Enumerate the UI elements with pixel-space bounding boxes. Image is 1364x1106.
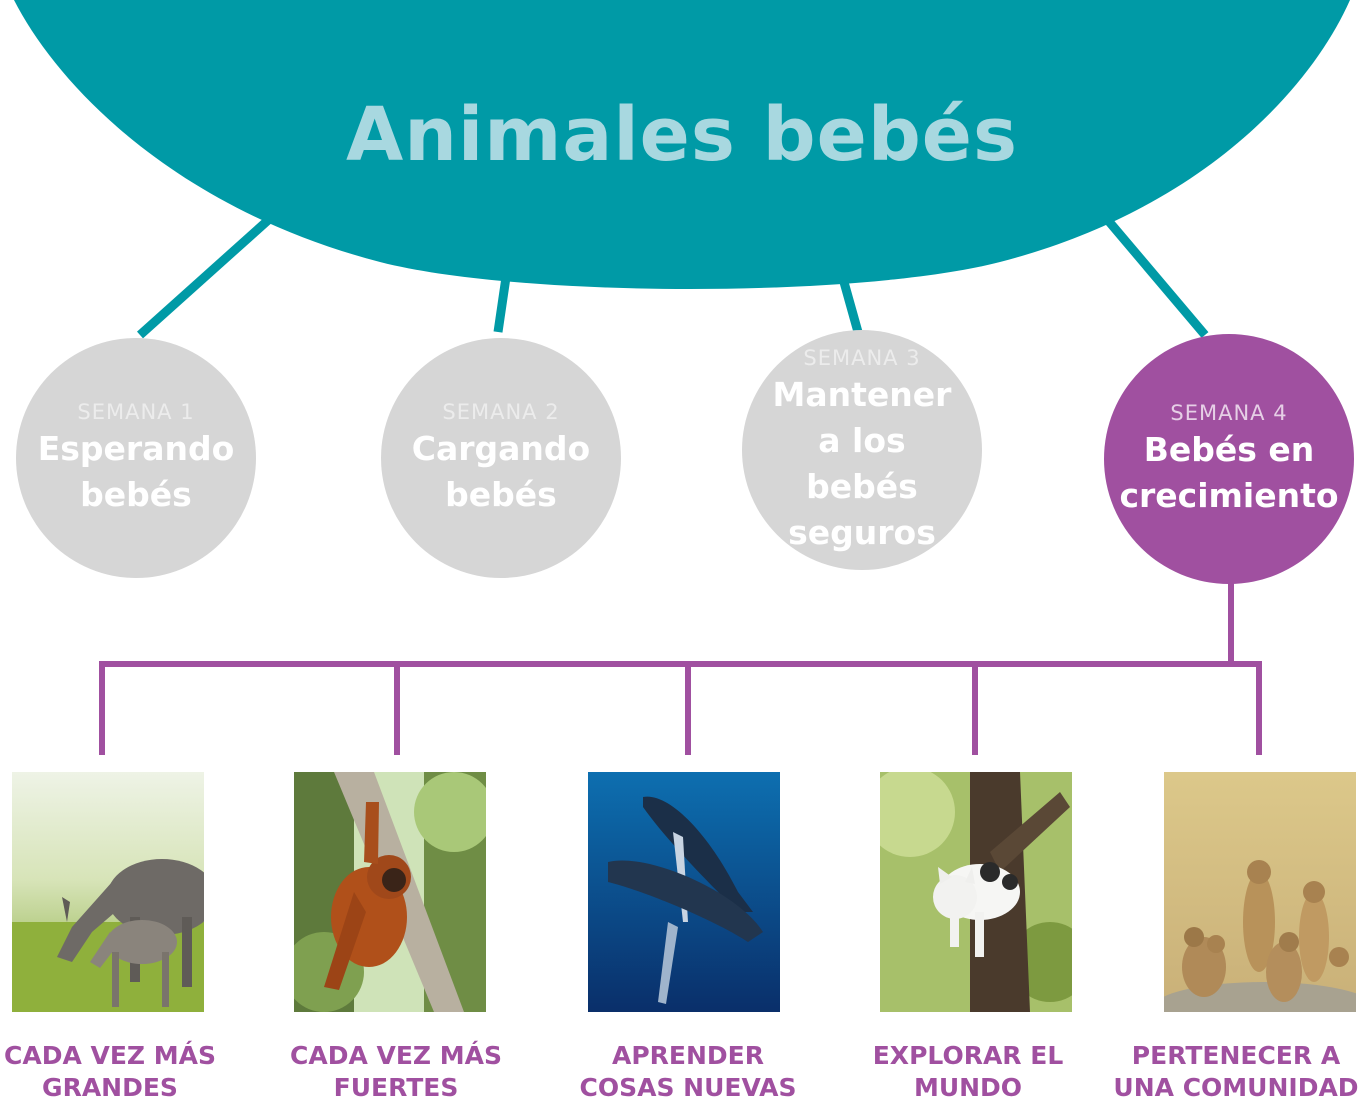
title-banner: [14, 0, 1350, 289]
meerkats-photo: [1164, 772, 1356, 1012]
humpback-whales-photo: [588, 772, 780, 1012]
topic-caption-3: APRENDER COSAS NUEVAS: [579, 1041, 797, 1102]
donkey-foal-photo: [12, 772, 204, 1012]
topic-caption-4: EXPLORAR EL MUNDO: [872, 1041, 1064, 1102]
week-label: SEMANA 4: [1170, 401, 1288, 425]
kitten-in-tree-photo: [880, 772, 1072, 1012]
week-label: SEMANA 3: [803, 346, 921, 370]
week-circle-2: SEMANA 2 Cargando bebés: [381, 338, 621, 578]
week-circle-4: SEMANA 4 Bebés en crecimiento: [1104, 334, 1354, 584]
connector-week-1: [136, 201, 289, 339]
week-name: Cargando bebés: [411, 429, 591, 514]
topic-caption-1: CADA VEZ MÁS GRANDES: [4, 1041, 216, 1102]
week-name: Esperando bebés: [37, 429, 235, 514]
connector-week-4: [1091, 202, 1209, 338]
baby-orangutan-photo: [294, 772, 486, 1012]
week-label: SEMANA 1: [77, 400, 195, 424]
week-circle-1: SEMANA 1 Esperando bebés: [16, 338, 256, 578]
purple-tree: [99, 580, 1262, 755]
page-title: Animales bebés: [345, 92, 1019, 178]
week-circle-3: SEMANA 3 Mantener a los bebés seguros: [742, 330, 982, 570]
topic-caption-2: CADA VEZ MÁS FUERTES: [290, 1041, 502, 1102]
week-name: Mantener a los bebés seguros: [772, 375, 952, 552]
topic-caption-5: PERTENECER A UNA COMUNIDAD: [1113, 1041, 1359, 1102]
week-name: Bebés en crecimiento: [1119, 430, 1339, 515]
week-label: SEMANA 2: [442, 400, 560, 424]
